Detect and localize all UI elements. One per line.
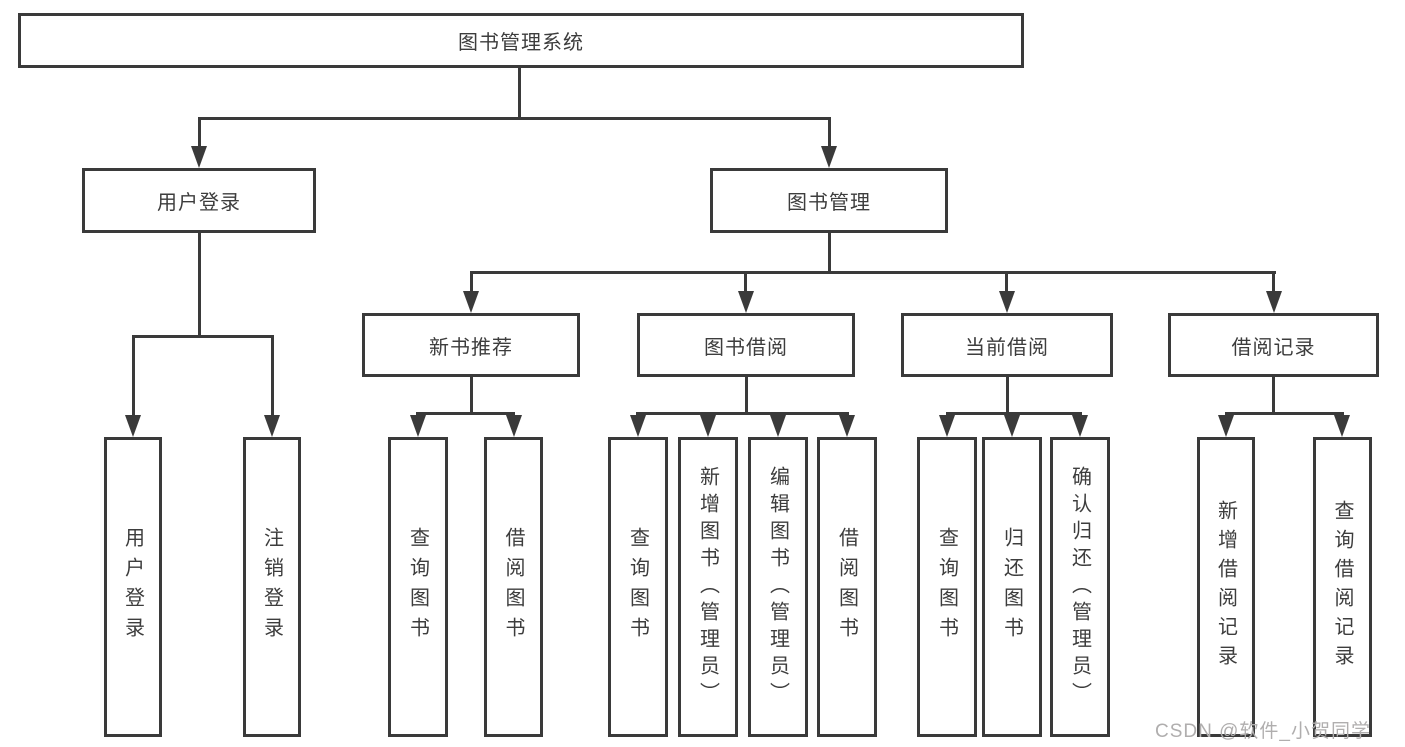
arrowhead-icon xyxy=(264,415,280,437)
arrowhead-icon xyxy=(1004,415,1020,437)
connector-line xyxy=(198,117,831,120)
connector-line xyxy=(518,68,521,119)
arrowhead-icon xyxy=(1072,415,1088,437)
connector-line xyxy=(744,271,747,293)
arrowhead-icon xyxy=(700,415,716,437)
connector-line xyxy=(271,335,274,417)
connector-line xyxy=(416,412,515,415)
leaf-query-books-2: 查询图书 xyxy=(608,437,668,737)
connector-line xyxy=(745,377,748,415)
connector-line xyxy=(828,233,831,273)
arrowhead-icon xyxy=(1218,415,1234,437)
arrowhead-icon xyxy=(630,415,646,437)
connector-line xyxy=(1225,412,1344,415)
connector-line xyxy=(1272,271,1275,293)
arrowhead-icon xyxy=(999,291,1015,313)
node-borrow-records: 借阅记录 xyxy=(1168,313,1379,377)
arrowhead-icon xyxy=(770,415,786,437)
node-book-borrow: 图书借阅 xyxy=(637,313,855,377)
connector-line xyxy=(470,377,473,415)
node-book-management: 图书管理 xyxy=(710,168,948,233)
node-current-borrow: 当前借阅 xyxy=(901,313,1113,377)
leaf-logout: 注销登录 xyxy=(243,437,301,737)
csdn-watermark: CSDN @软件_小贺同学 xyxy=(1155,721,1371,742)
arrowhead-icon xyxy=(125,415,141,437)
arrowhead-icon xyxy=(1334,415,1350,437)
leaf-user-login: 用户登录 xyxy=(104,437,162,737)
connector-line xyxy=(1005,271,1008,293)
connector-line xyxy=(198,117,201,149)
arrowhead-icon xyxy=(939,415,955,437)
connector-line xyxy=(1006,377,1009,415)
leaf-add-books-admin: 新增图书（管理员） xyxy=(678,437,738,737)
leaf-edit-books-admin: 编辑图书（管理员） xyxy=(748,437,808,737)
leaf-confirm-return-admin: 确认归还（管理员） xyxy=(1050,437,1110,737)
leaf-borrow-books-1: 借阅图书 xyxy=(484,437,543,737)
connector-line xyxy=(1272,377,1275,415)
connector-line xyxy=(132,335,274,338)
leaf-query-books-3: 查询图书 xyxy=(917,437,977,737)
connector-line xyxy=(198,233,201,337)
connector-line xyxy=(470,271,1276,274)
connector-line xyxy=(132,335,135,417)
leaf-borrow-books-2: 借阅图书 xyxy=(817,437,877,737)
leaf-add-borrow-record: 新增借阅记录 xyxy=(1197,437,1255,737)
leaf-query-books-1: 查询图书 xyxy=(388,437,448,737)
arrowhead-icon xyxy=(821,146,837,168)
arrowhead-icon xyxy=(463,291,479,313)
arrowhead-icon xyxy=(1266,291,1282,313)
node-root: 图书管理系统 xyxy=(18,13,1024,68)
connector-line xyxy=(636,412,849,415)
connector-line xyxy=(946,412,1082,415)
connector-line xyxy=(828,117,831,149)
arrowhead-icon xyxy=(738,291,754,313)
arrowhead-icon xyxy=(839,415,855,437)
arrowhead-icon xyxy=(506,415,522,437)
arrowhead-icon xyxy=(191,146,207,168)
arrowhead-icon xyxy=(410,415,426,437)
leaf-query-borrow-record: 查询借阅记录 xyxy=(1313,437,1372,737)
connector-line xyxy=(470,271,473,293)
node-user-login: 用户登录 xyxy=(82,168,316,233)
node-new-book-recommend: 新书推荐 xyxy=(362,313,580,377)
leaf-return-books: 归还图书 xyxy=(982,437,1042,737)
